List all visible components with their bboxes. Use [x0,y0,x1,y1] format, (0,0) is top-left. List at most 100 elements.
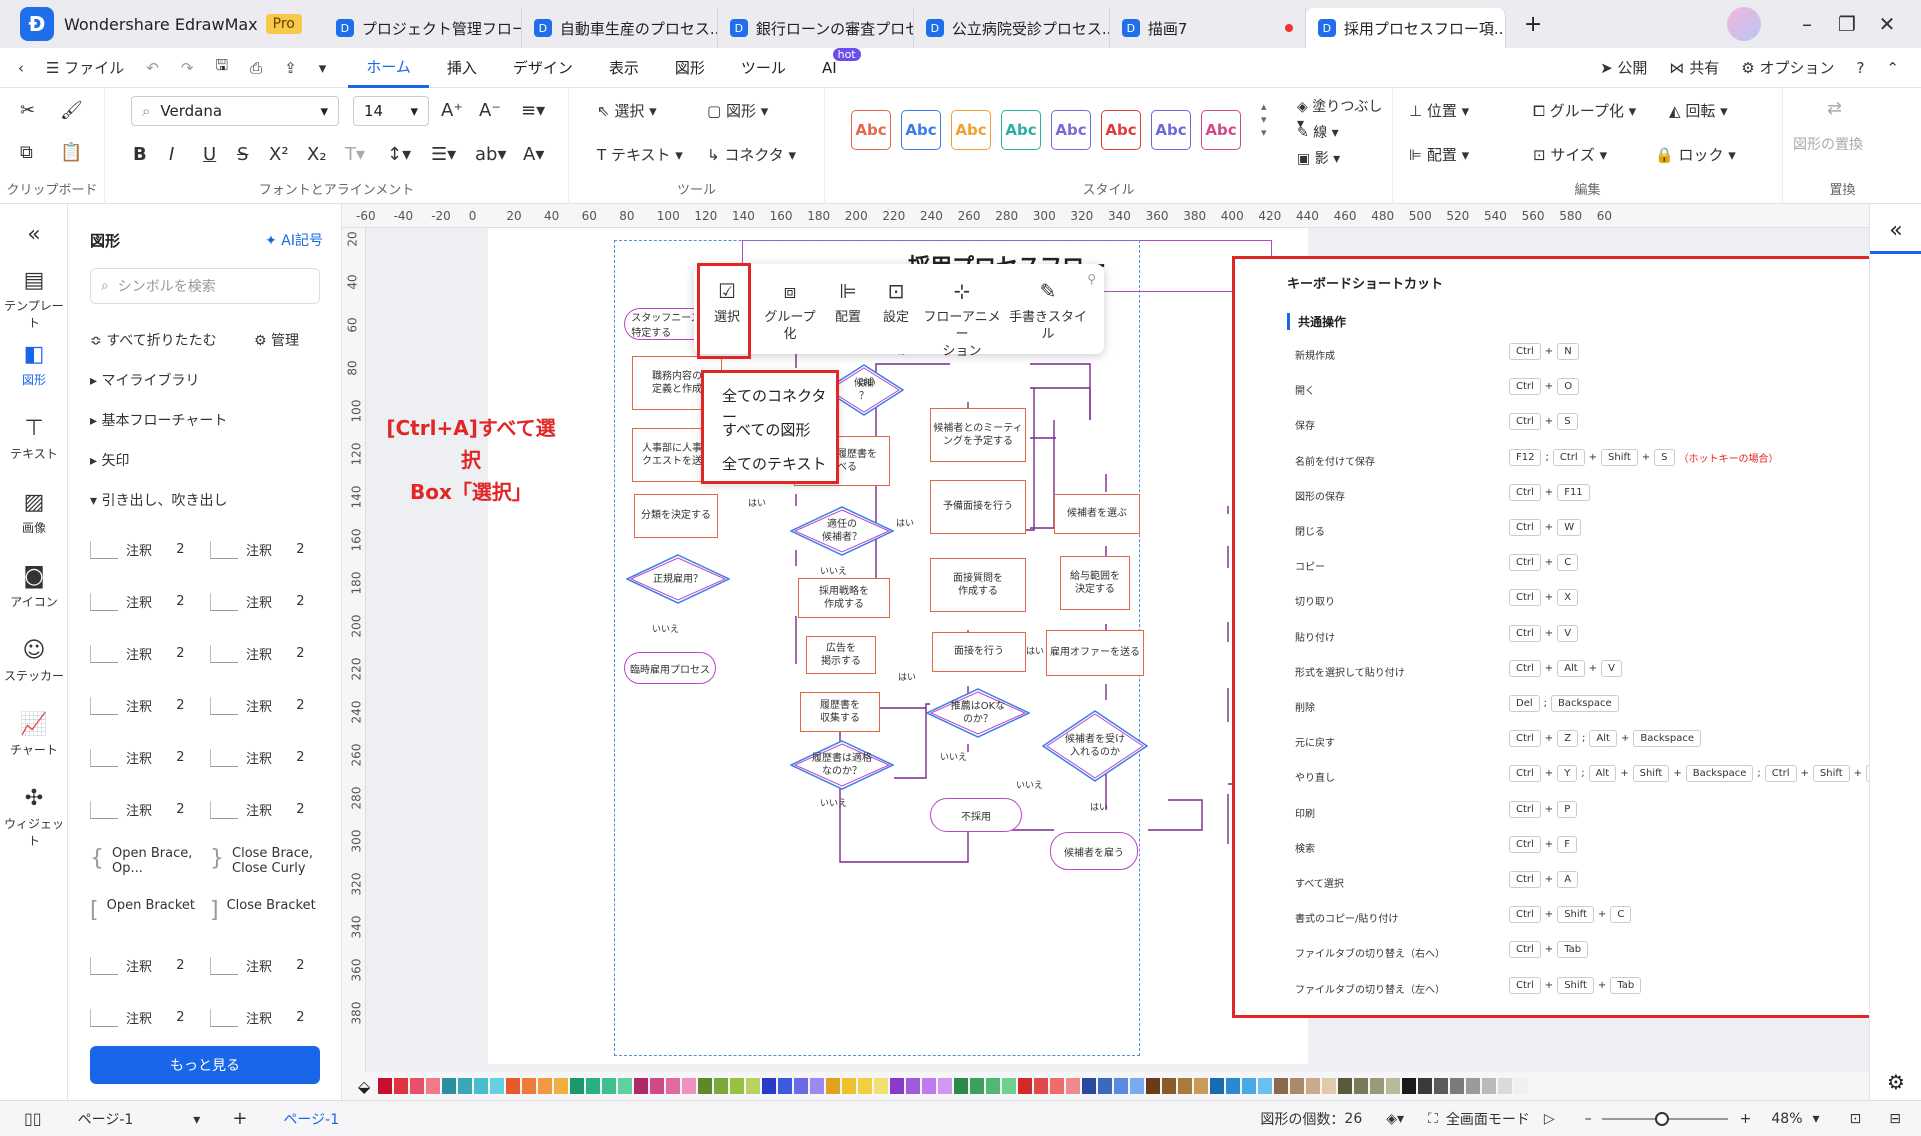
color-swatch[interactable] [826,1078,841,1094]
color-swatch[interactable] [1098,1078,1113,1094]
connector-tool[interactable]: ↳ コネクタ ▾ [707,146,797,164]
cut-icon[interactable]: ✂ [20,100,36,121]
color-swatch[interactable] [474,1078,489,1094]
library-my[interactable]: ▸ マイライブラリ [90,373,200,389]
color-swatch[interactable] [1338,1078,1353,1094]
color-swatch[interactable] [1114,1078,1129,1094]
color-swatch[interactable] [378,1078,393,1094]
color-swatch[interactable] [986,1078,1001,1094]
line-button[interactable]: ✎ 線 ▾ [1297,125,1339,141]
strikethrough-icon[interactable]: S [237,144,249,165]
back-icon[interactable]: ‹ [18,58,24,77]
color-swatch[interactable] [1322,1078,1337,1094]
save-icon[interactable]: 🖫 [215,56,229,74]
color-swatch[interactable] [618,1078,633,1094]
zoom-slider-handle[interactable] [1655,1111,1670,1126]
font-color-icon[interactable]: A▾ [523,144,545,165]
color-swatch[interactable] [394,1078,409,1094]
color-swatch[interactable] [746,1078,761,1094]
restore-icon[interactable]: ❐ [1838,12,1856,36]
collapse-all-button[interactable]: ≎ すべて折りたたむ [90,333,217,349]
fill-bucket-icon[interactable]: ⬙ [358,1076,371,1096]
style-preset-1[interactable]: Abc [851,110,891,150]
lock-button[interactable]: 🔒 ロック ▾ [1655,146,1736,164]
shape-item[interactable]: 注釈 2 [210,592,305,611]
new-tab-button[interactable]: + [1523,11,1543,37]
text-style-icon[interactable]: ab▾ [475,144,507,165]
add-page-button[interactable]: + [232,1108,248,1129]
page-tab-active[interactable]: ページ-1 [283,1111,340,1128]
shape-item-open-bracket[interactable]: [Open Bracket [90,898,195,923]
color-swatch[interactable] [506,1078,521,1094]
nav-template[interactable]: ▤テンプレート [0,268,68,331]
group-button[interactable]: ⧠ グループ化 ▾ [1533,102,1637,120]
color-swatch[interactable] [1386,1078,1401,1094]
pin-icon[interactable]: ⚲ [1087,272,1096,286]
color-swatch[interactable] [1226,1078,1241,1094]
library-callouts[interactable]: ▾ 引き出し、吹き出し [90,493,228,509]
color-swatch[interactable] [794,1078,809,1094]
connector-line[interactable] [894,703,930,779]
library-arrows[interactable]: ▸ 矢印 [90,453,130,469]
shape-item[interactable]: 注釈 2 [90,592,185,611]
zoom-level[interactable]: 48% [1771,1110,1803,1127]
chevron-down-icon[interactable]: ▾ [1812,1110,1820,1127]
color-swatch[interactable] [1370,1078,1385,1094]
underline-icon[interactable]: U [203,144,217,165]
menu-item-all-shapes[interactable]: すべての図形 [722,421,811,439]
collapse-ribbon-icon[interactable]: ⌃ [1886,58,1899,77]
format-painter-icon[interactable]: 🖌 [60,100,83,121]
color-swatch[interactable] [1050,1078,1065,1094]
flow-node-hire[interactable]: 候補者を雇う [1050,832,1138,870]
library-basic-flowchart[interactable]: ▸ 基本フローチャート [90,413,228,429]
color-swatch[interactable] [490,1078,505,1094]
color-swatch[interactable] [1002,1078,1017,1094]
color-swatch[interactable] [1018,1078,1033,1094]
color-swatch[interactable] [426,1078,441,1094]
redo-icon[interactable]: ↷ [180,58,194,77]
color-swatch[interactable] [762,1078,777,1094]
decrease-font-icon[interactable]: A⁻ [479,100,501,121]
zoom-out-icon[interactable]: – [1584,1110,1592,1127]
shape-item[interactable]: 注釈 2 [90,1008,185,1027]
style-scroll-icon[interactable]: ▴▾▾ [1261,100,1267,139]
shape-item[interactable]: 注釈 2 [210,956,305,975]
color-swatch[interactable] [522,1078,537,1094]
size-button[interactable]: ⊡ サイズ ▾ [1533,146,1608,164]
menu-item-all-connectors[interactable]: 全てのコネクター [722,387,827,426]
bullet-list-icon[interactable]: ☰▾ [431,144,457,165]
flow-node-resume-ok[interactable]: 履歴書は適格 なのか？ [790,740,894,790]
connector-line[interactable] [1030,387,1091,420]
flow-node-offer[interactable]: 雇用オファーを送る [1046,630,1144,676]
expand-right-panel-icon[interactable]: « [1870,218,1921,254]
color-swatch[interactable] [602,1078,617,1094]
subscript-icon[interactable]: X₂ [307,144,327,165]
shape-item[interactable]: 注釈 2 [90,956,185,975]
tab-design[interactable]: デザイン [512,59,573,77]
color-swatch[interactable] [1242,1078,1257,1094]
color-swatch[interactable] [970,1078,985,1094]
minimize-icon[interactable]: – [1802,12,1812,36]
shape-item[interactable]: 注釈 2 [210,644,305,663]
position-button[interactable]: ⊥ 位置 ▾ [1409,102,1470,120]
color-swatch[interactable] [1402,1078,1417,1094]
flow-node-salary[interactable]: 給与範囲を 決定する [1060,556,1130,610]
shape-item[interactable]: 注釈 2 [90,696,185,715]
float-select-button[interactable]: ☑選択 [704,278,750,327]
color-swatch[interactable] [922,1078,937,1094]
layers-icon[interactable]: ◈▾ [1386,1110,1405,1127]
flow-node-reject[interactable]: 不採用 [930,798,1022,832]
flow-node-temp[interactable]: 臨時雇用プロセス [624,652,716,684]
style-preset-4[interactable]: Abc [1001,110,1041,150]
tab-insert[interactable]: 挿入 [446,59,477,77]
export-icon[interactable]: ⇪ [284,58,297,77]
font-family-select[interactable]: ⌕Verdana▾ [131,96,339,126]
color-swatch[interactable] [682,1078,697,1094]
color-swatch[interactable] [842,1078,857,1094]
float-settings-button[interactable]: ⊡設定 [874,278,918,327]
